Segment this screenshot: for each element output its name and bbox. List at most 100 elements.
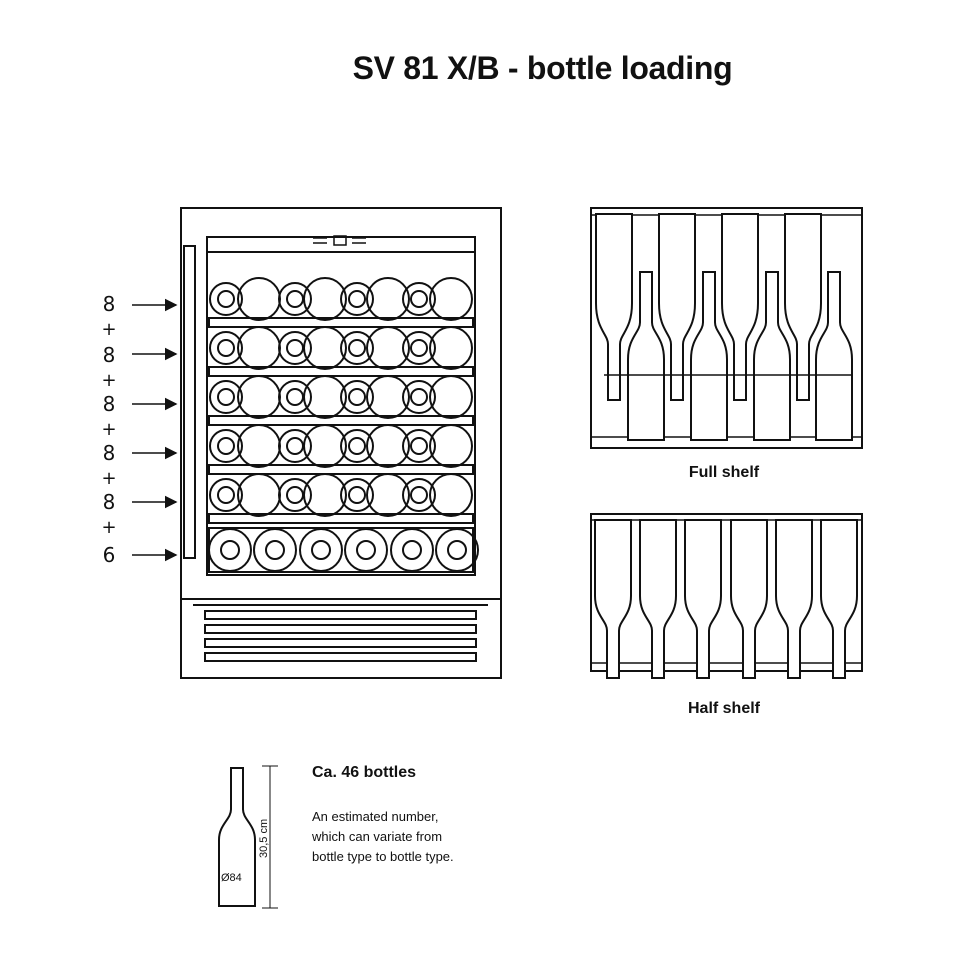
bottle-neck-up — [753, 271, 791, 441]
bottle-neck-down — [775, 519, 813, 679]
row-label-2: 8 — [102, 343, 116, 367]
bottle-neck-down — [784, 213, 822, 401]
capacity-note-line: which can variate from — [312, 829, 443, 844]
bottle-base — [253, 528, 297, 572]
bottle-neck-end — [402, 380, 436, 414]
bottle-neck-end — [220, 540, 240, 560]
plus-sign: + — [101, 419, 117, 440]
shelf-rail — [208, 366, 474, 377]
shelf-rail — [208, 317, 474, 328]
bottle-neck-end — [286, 437, 304, 455]
bottle-neck-end — [217, 388, 235, 406]
full-shelf-frame — [590, 207, 863, 449]
half-shelf-caption: Half shelf — [687, 700, 760, 717]
bottle-neck-end — [402, 282, 436, 316]
shelf-row — [208, 277, 474, 328]
bottle-neck-up — [627, 271, 665, 441]
bottle-neck-end — [348, 290, 366, 308]
bottle-base — [429, 277, 473, 321]
shelf-row — [208, 473, 474, 524]
bottle-neck-end — [340, 380, 374, 414]
bottle-neck-down — [721, 213, 759, 401]
bottle-neck-end — [209, 331, 243, 365]
bottle-neck-end — [217, 339, 235, 357]
bottle-height-label: 30,5 cm — [258, 818, 270, 858]
row-label-5: 8 — [102, 490, 116, 514]
shelf-row — [208, 326, 474, 377]
bottle-neck-end — [217, 290, 235, 308]
bottle-neck-down — [639, 519, 677, 679]
bottle-neck-up — [815, 271, 853, 441]
bottle-base — [237, 326, 281, 370]
bottle-base — [366, 277, 410, 321]
bottle-base — [366, 375, 410, 419]
bottle-neck-end — [286, 388, 304, 406]
shelf-row-bottom — [208, 527, 479, 573]
bottle-base — [429, 424, 473, 468]
bottle-neck-end — [286, 339, 304, 357]
plus-sign: + — [101, 468, 117, 489]
bottle-neck-down — [684, 519, 722, 679]
plinth — [180, 598, 502, 679]
bottle-base — [390, 528, 434, 572]
bottle-neck-end — [217, 486, 235, 504]
bottle-neck-end — [402, 429, 436, 463]
bottle-neck-end — [356, 540, 376, 560]
bottle-base — [344, 528, 388, 572]
bottle-neck-end — [340, 478, 374, 512]
bottle-diameter-label: Ø84 — [221, 872, 242, 884]
bottle-neck-end — [209, 380, 243, 414]
bottle-neck-down — [730, 519, 768, 679]
plus-sign: + — [101, 370, 117, 391]
bottle-base — [429, 473, 473, 517]
plus-sign: + — [101, 517, 117, 538]
bottle-base — [366, 424, 410, 468]
full-shelf-caption: Full shelf — [688, 464, 760, 481]
row-arrows — [132, 298, 178, 562]
bottle-neck-end — [278, 429, 312, 463]
bottle-neck-up — [690, 271, 728, 441]
half-shelf-frame — [590, 513, 863, 672]
bottle-base — [429, 375, 473, 419]
bottle-neck-end — [286, 290, 304, 308]
bottle-base — [237, 277, 281, 321]
bottle-base — [237, 473, 281, 517]
bottle-neck-end — [348, 486, 366, 504]
single-bottle-drawing — [218, 765, 278, 909]
bottle-neck-end — [410, 388, 428, 406]
shelf-rows — [208, 277, 479, 573]
bottle-neck-down — [658, 213, 696, 401]
bottle-neck-end — [410, 437, 428, 455]
shelf-rail — [208, 415, 474, 426]
bottle-neck-end — [278, 282, 312, 316]
row-label-4: 8 — [102, 441, 116, 465]
reference-bottle — [218, 767, 256, 907]
bottle-neck-end — [410, 290, 428, 308]
bottle-neck-end — [340, 331, 374, 365]
shelf-rail — [208, 464, 474, 475]
bottle-neck-end — [209, 478, 243, 512]
bottle-neck-end — [348, 339, 366, 357]
bottle-neck-end — [340, 429, 374, 463]
bottle-neck-end — [402, 331, 436, 365]
control-panel — [313, 235, 366, 246]
bottle-neck-end — [278, 380, 312, 414]
capacity-note-line: An estimated number, — [312, 809, 439, 824]
capacity-title: Ca. 46 bottles — [312, 764, 417, 781]
bottle-neck-end — [209, 282, 243, 316]
half-shelf-drawing — [590, 513, 863, 679]
bottle-neck-down — [820, 519, 858, 679]
bottle-neck-end — [410, 486, 428, 504]
diagram-title: SV 81 X/B - bottle loading — [352, 50, 733, 86]
bottle-neck-end — [217, 437, 235, 455]
bottle-neck-end — [447, 540, 467, 560]
bottle-neck-end — [311, 540, 331, 560]
bottle-base — [366, 326, 410, 370]
bottle-neck-end — [278, 478, 312, 512]
bottle-neck-down — [595, 213, 633, 401]
bottle-base — [299, 528, 343, 572]
bottom-shelf — [208, 527, 474, 573]
bottle-neck-end — [402, 540, 422, 560]
capacity-note: An estimated number, which can variate f… — [312, 807, 532, 867]
